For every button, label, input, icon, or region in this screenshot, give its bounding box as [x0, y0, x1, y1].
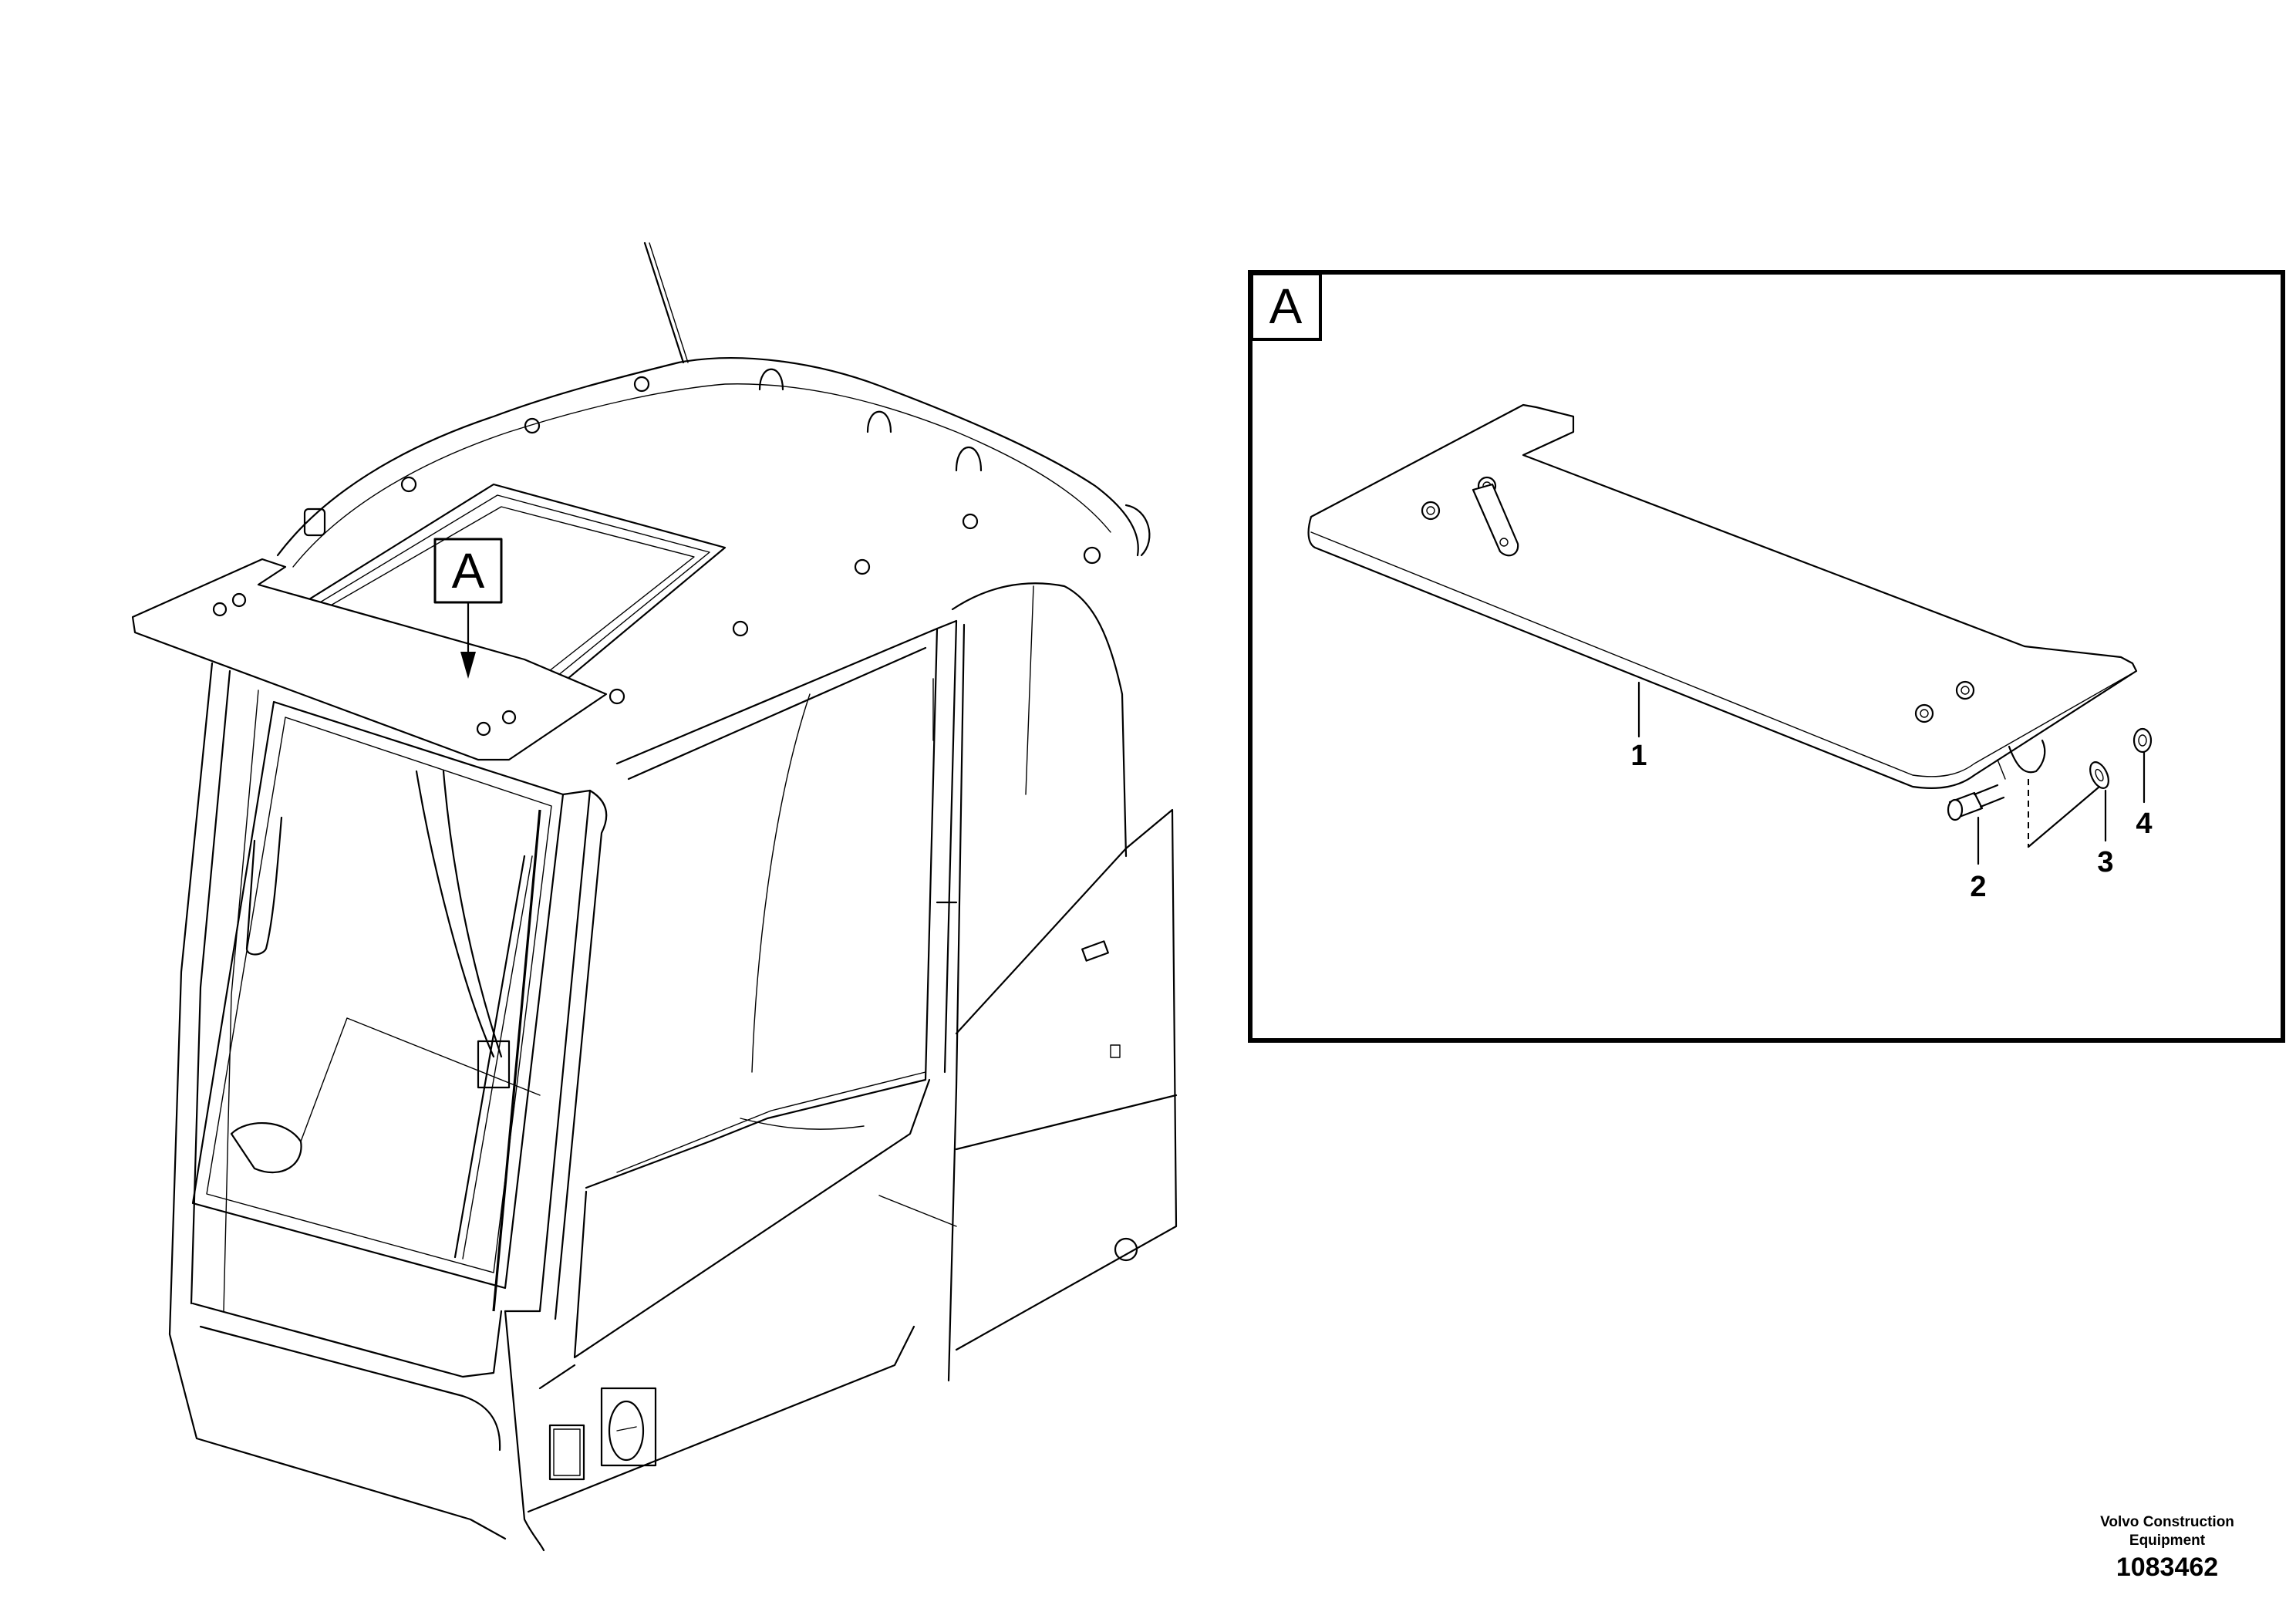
- callout-4: 4: [2136, 808, 2152, 840]
- callout-1: 1: [1630, 740, 1647, 772]
- detail-view-a: A: [1248, 270, 2285, 1043]
- title-block: Volvo Construction Equipment 1083462: [2100, 1514, 2234, 1582]
- lug-bracket: [1472, 483, 1519, 557]
- nut: [2132, 727, 2153, 754]
- detail-label-box: [1250, 272, 1322, 341]
- drawing-number: 1083462: [2116, 1553, 2218, 1582]
- washer: [2089, 761, 2109, 789]
- company-name-line2: Equipment: [2129, 1533, 2206, 1549]
- roof-plate: [131, 558, 608, 761]
- callout-3: 3: [2097, 846, 2113, 878]
- view-a-marker-label: A: [452, 543, 485, 599]
- view-a-marker: A: [433, 538, 503, 679]
- callout-2: 2: [1970, 871, 1986, 903]
- bolt: [1947, 784, 2005, 821]
- detail-frame: [1248, 270, 2285, 1043]
- company-name-line1: Volvo Construction: [2100, 1514, 2234, 1530]
- antenna: [643, 241, 685, 364]
- detail-view-label: A: [1269, 278, 1303, 334]
- windshield: [191, 700, 565, 1290]
- protective-plate: [1307, 403, 2138, 789]
- cab-door: [585, 627, 939, 1189]
- cab-illustration: [131, 241, 1178, 1552]
- roof-bolts: [400, 376, 1101, 705]
